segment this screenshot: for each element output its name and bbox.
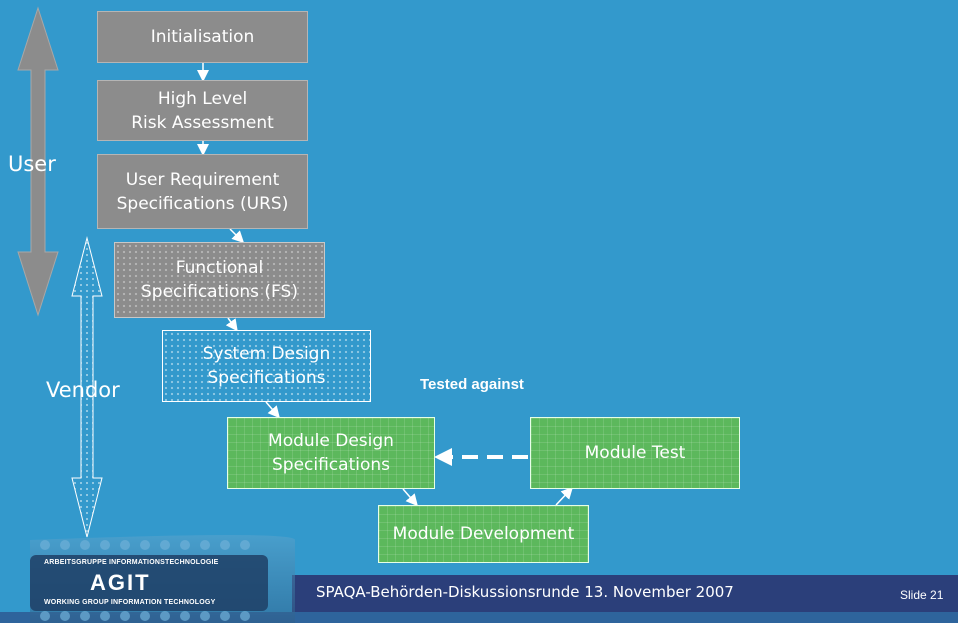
vendor-range-arrow xyxy=(71,236,103,538)
slide-number: Slide 21 xyxy=(900,588,944,602)
footer-title: SPAQA-Behörden-Diskussionsrunde 13. Nove… xyxy=(316,583,734,601)
connector-mds-dev xyxy=(402,488,418,507)
connector-urs-fs xyxy=(229,228,245,244)
risk-assessment-box: High Level Risk Assessment xyxy=(97,80,308,141)
tested-against-label: Tested against xyxy=(420,376,524,393)
agit-logo xyxy=(30,535,295,623)
connector-sds-mds xyxy=(265,401,280,419)
system-design-box: System Design Specifications xyxy=(162,330,371,402)
tested-against-arrowhead xyxy=(434,448,452,466)
module-development-box: Module Development xyxy=(378,505,589,563)
user-range-arrow xyxy=(17,6,59,317)
connector-fs-sds xyxy=(225,317,238,332)
user-label: User xyxy=(8,152,56,176)
urs-box: User Requirement Specifications (URS) xyxy=(97,154,308,229)
module-design-box: Module Design Specifications xyxy=(227,417,435,489)
logo-main-text: AGIT xyxy=(90,570,151,595)
functional-spec-box: Functional Specifications (FS) xyxy=(114,242,325,318)
initialisation-box: Initialisation xyxy=(97,11,308,63)
logo-top-text: ARBEITSGRUPPE INFORMATIONSTECHNOLOGIE xyxy=(44,559,219,566)
connector-dev-test xyxy=(555,486,574,506)
module-test-box: Module Test xyxy=(530,417,740,489)
logo-bottom-text: WORKING GROUP INFORMATION TECHNOLOGY xyxy=(44,599,216,606)
vendor-label: Vendor xyxy=(46,378,120,402)
